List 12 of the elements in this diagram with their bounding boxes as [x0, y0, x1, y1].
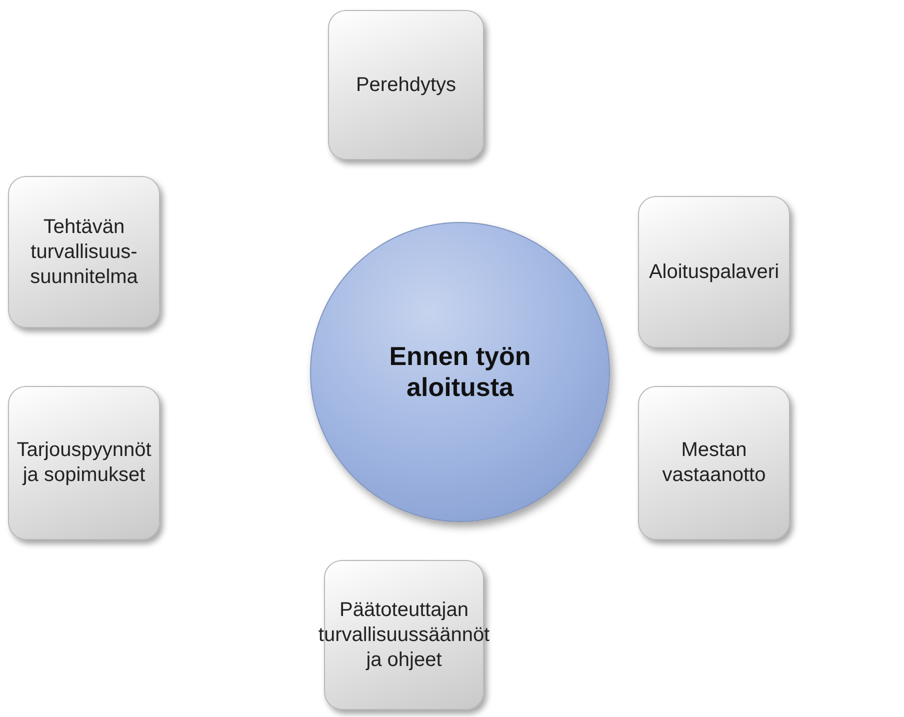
topic-box	[638, 196, 790, 348]
topic-box	[638, 386, 790, 540]
topic-label: Mestan vastaanotto	[661, 438, 767, 488]
topic-box	[8, 386, 160, 540]
topic-label: Tehtävän turvallisuus-suunnitelma	[29, 214, 139, 290]
topic-label: Aloituspalaveri	[648, 260, 780, 284]
center-title: Ennen työn aloitusta	[388, 340, 532, 404]
topic-box	[328, 10, 484, 160]
topic-box	[8, 176, 160, 328]
topic-label: Perehdytys	[356, 72, 456, 98]
topic-label: Tarjouspyynnöt ja sopimukset	[16, 438, 152, 488]
topic-label: Päätoteuttajan turvallisuussäännöt ja ohjeet	[318, 598, 490, 672]
